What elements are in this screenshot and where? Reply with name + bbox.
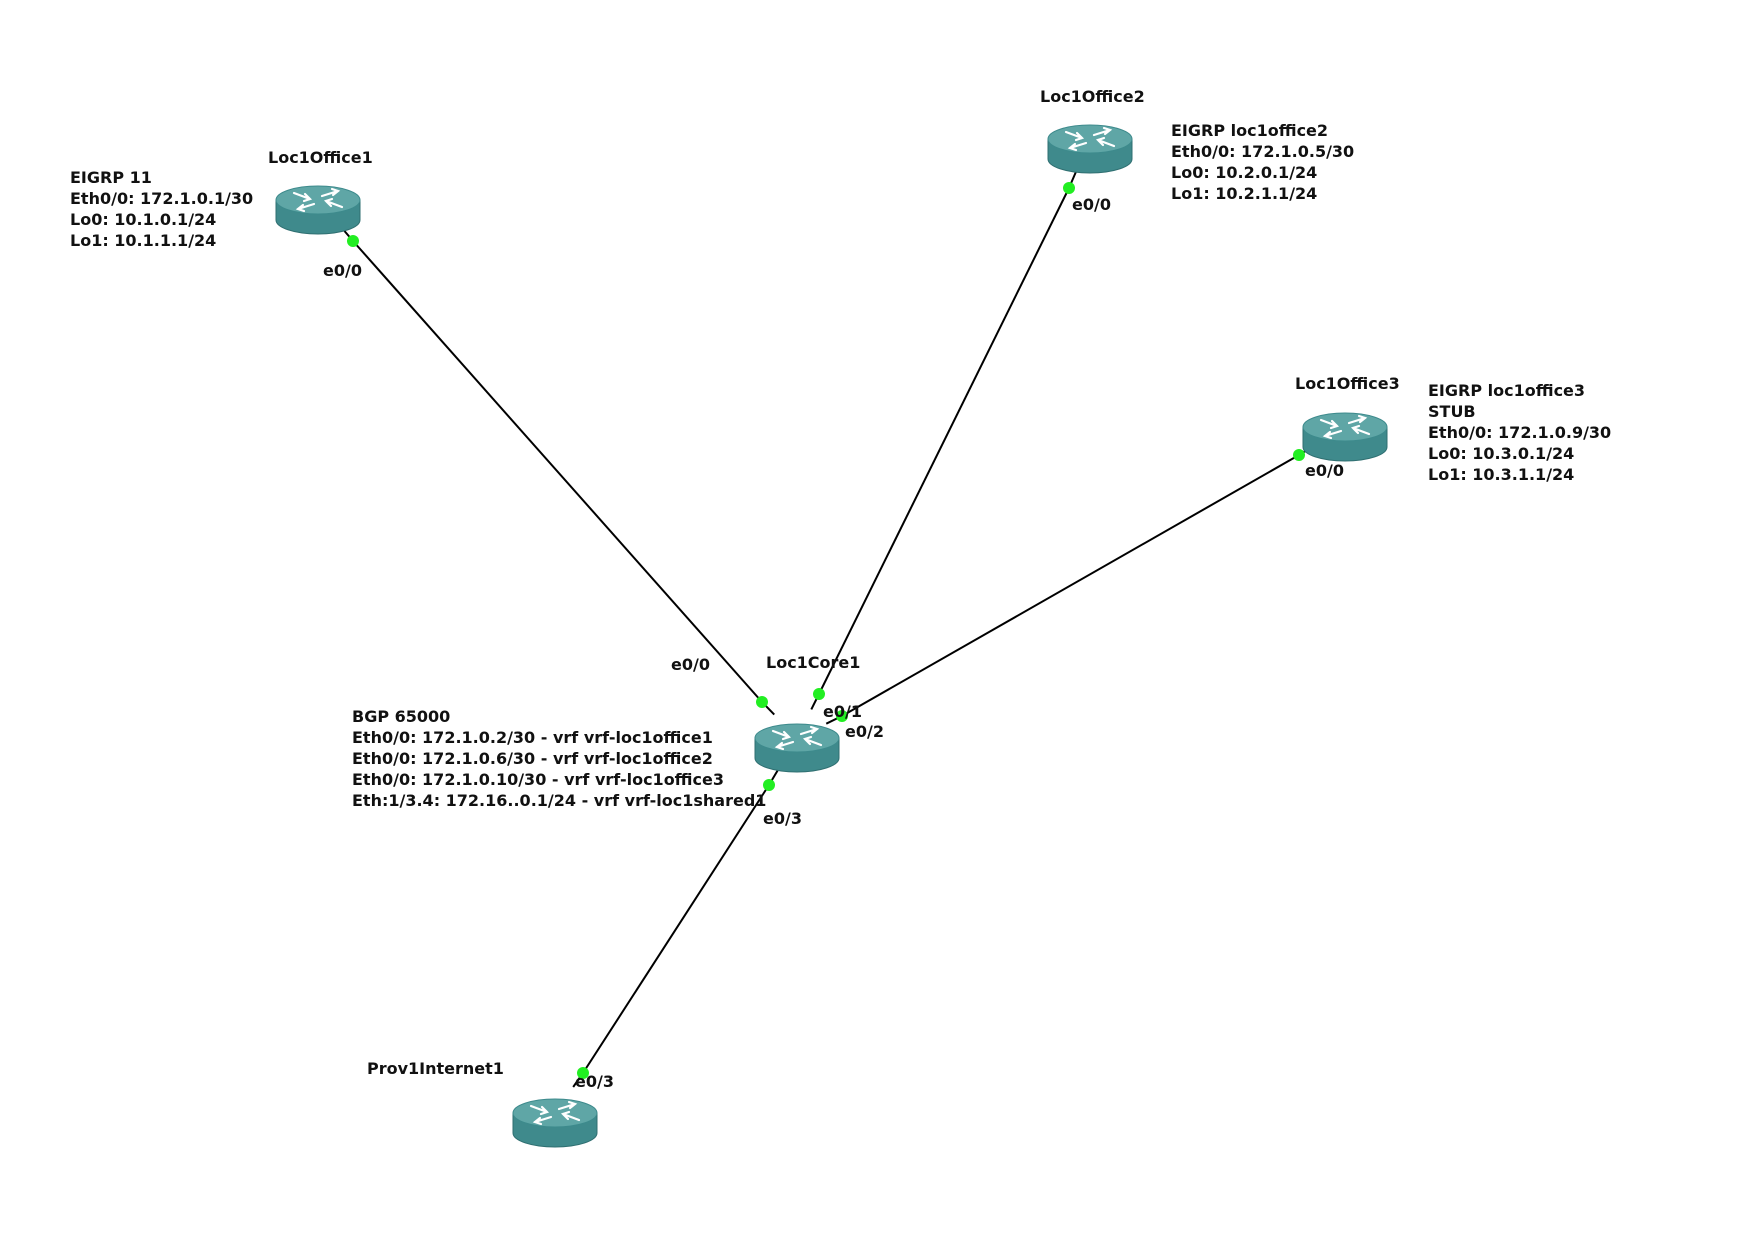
port-dots-layer (347, 182, 1305, 1079)
arrow-out-right (1347, 414, 1368, 425)
arrow-in-right (802, 735, 823, 747)
port-dot-loc1core1-e0-0[interactable] (756, 696, 768, 708)
port-dot-loc1core1-e0-3[interactable] (763, 779, 775, 791)
port-label-loc1office1-e0-0: e0/0 (323, 261, 362, 280)
note-line: Eth:1/3.4: 172.16..0.1/24 - vrf vrf-loc1… (352, 791, 767, 810)
arrow-in-left (771, 729, 792, 741)
note-line: Lo0: 10.3.0.1/24 (1428, 444, 1575, 463)
arrow-out-left (532, 1115, 553, 1126)
note-loc1core1: BGP 65000 Eth0/0: 172.1.0.2/30 - vrf vrf… (352, 706, 766, 811)
router-arrows-icon (1064, 126, 1116, 152)
note-line: Eth0/0: 172.1.0.6/30 - vrf vrf-loc1offic… (352, 749, 713, 768)
link-loc1core1-prov1internet1[interactable] (582, 784, 770, 1074)
note-loc1office3: EIGRP loc1office3 STUB Eth0/0: 172.1.0.9… (1428, 380, 1611, 485)
router-top (1047, 124, 1133, 154)
note-line: Lo0: 10.1.0.1/24 (70, 210, 217, 229)
port-label-loc1core1-e0-0: e0/0 (671, 655, 710, 674)
port-dot-prov1internet1-e0-3[interactable] (577, 1067, 589, 1079)
port-dot-loc1office2-e0-0[interactable] (1063, 182, 1075, 194)
note-line: EIGRP 11 (70, 168, 152, 187)
router-icon-loc1core1[interactable] (754, 723, 840, 773)
arrow-in-left (292, 191, 313, 203)
port-label-loc1office2-e0-0: e0/0 (1072, 195, 1111, 214)
note-line: Eth0/0: 172.1.0.9/30 (1428, 423, 1612, 442)
arrow-out-left (1067, 141, 1088, 152)
arrow-in-left (529, 1104, 550, 1116)
arrow-in-right (1350, 424, 1371, 436)
port-label-prov1internet1-e0-3: e0/3 (575, 1072, 614, 1091)
note-line: Eth0/0: 172.1.0.1/30 (70, 189, 254, 208)
router-icon-loc1office3[interactable] (1302, 412, 1388, 462)
links-layer (339, 170, 1316, 1088)
note-line: Eth0/0: 172.1.0.10/30 - vrf vrf-loc1offi… (352, 770, 724, 789)
router-top (275, 185, 361, 215)
note-line: EIGRP loc1office2 (1171, 121, 1329, 140)
note-line: Eth0/0: 172.1.0.5/30 (1171, 142, 1355, 161)
note-loc1office2: EIGRP loc1office2 Eth0/0: 172.1.0.5/30 L… (1171, 120, 1354, 204)
port-dot-loc1office1-e0-0[interactable] (347, 235, 359, 247)
router-top (1302, 412, 1388, 442)
arrow-in-right (560, 1110, 581, 1122)
arrow-out-left (1322, 429, 1343, 440)
note-line: EIGRP loc1office3 (1428, 381, 1586, 400)
port-dot-loc1core1-e0-2[interactable] (836, 710, 848, 722)
arrow-out-right (799, 725, 820, 736)
link-loc1office3-loc1core1[interactable] (841, 454, 1300, 717)
port-dot-loc1office3-e0-0[interactable] (1293, 449, 1305, 461)
arrow-in-right (323, 197, 344, 209)
port-label-loc1core1-e0-2: e0/2 (845, 722, 884, 741)
arrow-out-left (774, 740, 795, 751)
arrow-in-left (1064, 130, 1085, 142)
router-arrows-icon (292, 187, 344, 213)
router-label-loc1core1: Loc1Core1 (766, 653, 861, 672)
router-icon-loc1office2[interactable] (1047, 124, 1133, 174)
note-line: STUB (1428, 402, 1476, 421)
router-arrows-icon (529, 1100, 581, 1126)
link-loc1office2-loc1core1[interactable] (818, 187, 1070, 695)
note-line: Lo1: 10.3.1.1/24 (1428, 465, 1575, 484)
arrow-out-right (557, 1100, 578, 1111)
port-label-loc1core1-e0-1: e0/1 (823, 702, 862, 721)
router-icon-loc1office1[interactable] (275, 185, 361, 235)
note-loc1office1: EIGRP 11 Eth0/0: 172.1.0.1/30 Lo0: 10.1.… (70, 167, 253, 251)
note-line: Lo1: 10.2.1.1/24 (1171, 184, 1318, 203)
port-dot-loc1core1-e0-1[interactable] (813, 688, 825, 700)
arrow-in-left (1319, 418, 1340, 430)
port-label-loc1core1-e0-3: e0/3 (763, 809, 802, 828)
router-icon-prov1internet1[interactable] (512, 1098, 598, 1148)
router-label-loc1office3: Loc1Office3 (1295, 374, 1400, 393)
router-arrows-icon (1319, 414, 1371, 440)
arrow-out-left (295, 202, 316, 213)
link-loc1office1-loc1core1[interactable] (352, 240, 763, 703)
router-arrows-icon (771, 725, 823, 751)
arrow-out-right (320, 187, 341, 198)
port-label-loc1office3-e0-0: e0/0 (1305, 461, 1344, 480)
router-label-prov1internet1: Prov1Internet1 (367, 1059, 504, 1078)
note-line: Lo0: 10.2.0.1/24 (1171, 163, 1318, 182)
router-top (754, 723, 840, 753)
note-line: BGP 65000 (352, 707, 451, 726)
routers-layer (275, 124, 1388, 1148)
router-label-loc1office1: Loc1Office1 (268, 148, 373, 167)
note-line: Eth0/0: 172.1.0.2/30 - vrf vrf-loc1offic… (352, 728, 713, 747)
note-line: Lo1: 10.1.1.1/24 (70, 231, 217, 250)
arrow-out-right (1092, 126, 1113, 137)
arrow-in-right (1095, 136, 1116, 148)
router-label-loc1office2: Loc1Office2 (1040, 87, 1145, 106)
router-top (512, 1098, 598, 1128)
